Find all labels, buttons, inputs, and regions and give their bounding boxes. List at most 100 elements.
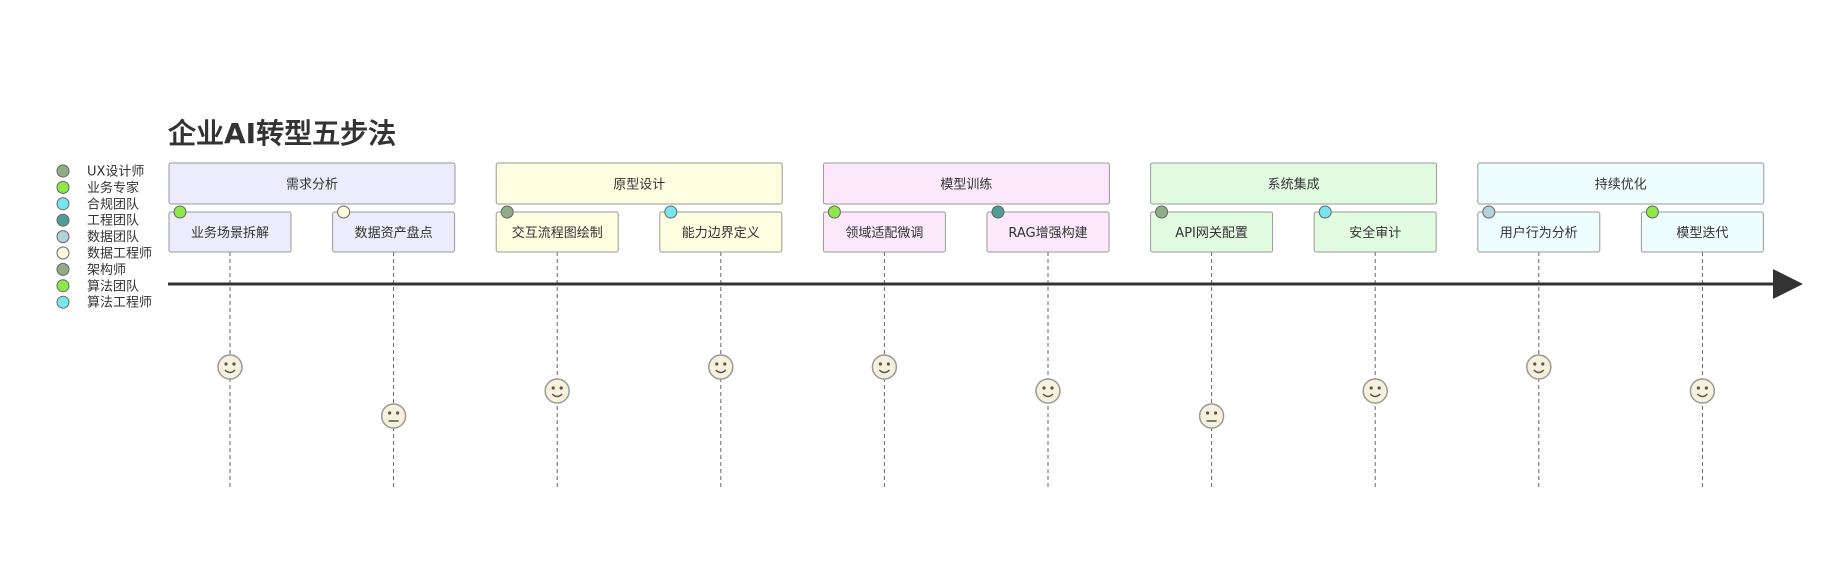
mood-faces bbox=[217, 354, 1716, 429]
smiley-face-icon bbox=[1689, 378, 1716, 404]
actor-dot-icon bbox=[173, 205, 187, 219]
task-box bbox=[332, 211, 456, 253]
smiley-face-icon bbox=[217, 354, 243, 380]
task-label: RAG增强构建 bbox=[1008, 226, 1087, 241]
task-block: RAG增强构建 bbox=[986, 205, 1110, 253]
task-box bbox=[659, 211, 783, 253]
section-block: 持续优化 bbox=[1477, 162, 1765, 205]
actor-dot-icon bbox=[1482, 205, 1496, 219]
task-label: 业务场景拆解 bbox=[191, 225, 269, 241]
task-row: 业务场景拆解 数据资产盘点 交互流程图绘制 能力边界定义 领域适配微调 RAG增强构建 AP… bbox=[168, 205, 1764, 253]
task-block: 交互流程图绘制 bbox=[495, 205, 619, 253]
legend-item: 合规团队 bbox=[56, 197, 139, 212]
legend-swatch-icon bbox=[56, 213, 70, 227]
legend-label: 数据工程师 bbox=[87, 247, 152, 262]
section-box bbox=[168, 162, 456, 205]
task-block: 模型迭代 bbox=[1640, 205, 1764, 253]
section-label: 原型设计 bbox=[613, 178, 665, 193]
legend-swatch-icon bbox=[56, 230, 70, 244]
legend-label: 工程团队 bbox=[87, 214, 139, 229]
legend-swatch-icon bbox=[56, 180, 70, 194]
legend-item: 算法团队 bbox=[56, 279, 139, 294]
legend-label: 算法团队 bbox=[87, 279, 139, 294]
task-label: 安全审计 bbox=[1349, 225, 1401, 241]
legend-item: 业务专家 bbox=[56, 180, 139, 196]
legend-label: 合规团队 bbox=[87, 197, 139, 212]
legend-swatch-icon bbox=[56, 262, 70, 276]
section-block: 需求分析 bbox=[168, 162, 456, 205]
legend-item: 工程团队 bbox=[56, 213, 139, 229]
section-box bbox=[1150, 162, 1438, 205]
legend-label: 架构师 bbox=[87, 263, 126, 278]
legend-swatch-icon bbox=[56, 295, 70, 309]
actor-dot-icon bbox=[827, 205, 841, 219]
smiley-face-icon bbox=[1362, 378, 1388, 404]
task-block: 领域适配微调 bbox=[822, 205, 946, 253]
task-timelines bbox=[229, 252, 1703, 490]
task-block: 安全审计 bbox=[1313, 205, 1437, 253]
task-label: 模型迭代 bbox=[1676, 226, 1728, 241]
neutral-face-icon bbox=[380, 403, 407, 429]
task-label: API网关配置 bbox=[1175, 226, 1248, 241]
section-label: 模型训练 bbox=[940, 178, 992, 193]
smiley-face-icon bbox=[708, 354, 734, 380]
task-label: 用户行为分析 bbox=[1500, 225, 1578, 241]
legend-item: 数据工程师 bbox=[56, 246, 152, 262]
actor-dot-icon bbox=[1318, 205, 1332, 219]
task-box bbox=[1150, 211, 1274, 253]
actor-dot-icon bbox=[1155, 205, 1169, 219]
neutral-face-icon bbox=[1198, 403, 1225, 429]
actor-dot-icon bbox=[337, 205, 351, 219]
section-block: 系统集成 bbox=[1150, 162, 1438, 205]
legend-label: 算法工程师 bbox=[87, 296, 152, 311]
section-row: 需求分析 原型设计 模型训练 系统集成 持续优化 bbox=[168, 162, 1765, 205]
task-block: 能力边界定义 bbox=[659, 205, 783, 253]
section-label: 持续优化 bbox=[1595, 178, 1647, 193]
task-block: API网关配置 bbox=[1150, 205, 1274, 253]
legend-swatch-icon bbox=[56, 197, 70, 211]
task-label: 数据资产盘点 bbox=[355, 225, 433, 241]
task-box bbox=[1640, 211, 1764, 253]
legend-item: 算法工程师 bbox=[56, 295, 152, 311]
smiley-face-icon bbox=[1526, 354, 1552, 380]
legend-swatch-icon bbox=[56, 279, 70, 293]
task-block: 数据资产盘点 bbox=[332, 205, 456, 253]
task-block: 用户行为分析 bbox=[1477, 205, 1601, 253]
legend-item: 架构师 bbox=[56, 262, 126, 278]
smiley-face-icon bbox=[1035, 378, 1061, 404]
section-box bbox=[822, 162, 1110, 205]
legend-item: 数据团队 bbox=[56, 230, 139, 245]
task-box bbox=[986, 211, 1110, 253]
legend-label: UX设计师 bbox=[87, 165, 144, 180]
legend-label: 业务专家 bbox=[87, 180, 139, 196]
section-box bbox=[1477, 162, 1765, 205]
smiley-face-icon bbox=[871, 354, 898, 380]
actor-dot-icon bbox=[1645, 205, 1659, 219]
legend-label: 数据团队 bbox=[87, 230, 139, 245]
task-box bbox=[168, 211, 292, 253]
task-box bbox=[495, 211, 619, 253]
task-box bbox=[1477, 211, 1601, 253]
legend-swatch-icon bbox=[56, 164, 70, 178]
legend-item: UX设计师 bbox=[56, 164, 144, 180]
actor-dot-icon bbox=[500, 205, 514, 219]
task-label: 领域适配微调 bbox=[845, 226, 923, 241]
legend-swatch-icon bbox=[56, 246, 70, 260]
diagram-title: 企业AI转型五步法 bbox=[168, 117, 396, 150]
task-box bbox=[822, 211, 946, 253]
section-box bbox=[495, 162, 783, 205]
actor-dot-icon bbox=[664, 205, 678, 219]
task-box bbox=[1313, 211, 1437, 253]
smiley-face-icon bbox=[544, 378, 570, 404]
section-block: 模型训练 bbox=[822, 162, 1110, 205]
section-label: 系统集成 bbox=[1268, 177, 1320, 193]
section-block: 原型设计 bbox=[495, 162, 783, 205]
task-label: 交互流程图绘制 bbox=[512, 225, 603, 241]
section-label: 需求分析 bbox=[286, 178, 338, 193]
actor-dot-icon bbox=[991, 205, 1005, 219]
task-label: 能力边界定义 bbox=[682, 226, 760, 241]
task-block: 业务场景拆解 bbox=[168, 205, 292, 253]
